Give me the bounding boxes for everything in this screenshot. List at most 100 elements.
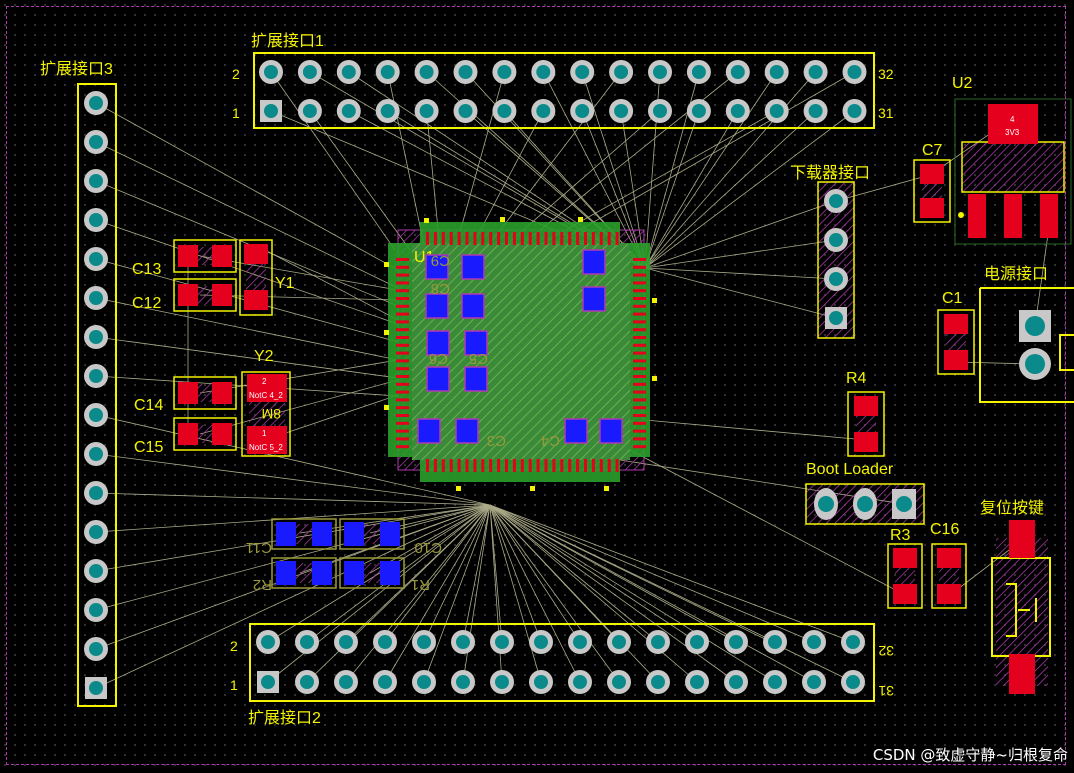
j3-pin[interactable] — [84, 598, 108, 622]
j1-pin[interactable] — [764, 60, 789, 84]
j2-pin[interactable] — [412, 630, 436, 654]
r4-resistor[interactable] — [847, 391, 885, 457]
j2-pin[interactable] — [412, 670, 436, 694]
j2-pin[interactable] — [724, 670, 748, 694]
j2-pin[interactable] — [295, 630, 319, 654]
reset-button[interactable] — [991, 520, 1051, 694]
j2-pin[interactable] — [568, 670, 592, 694]
j2-pin[interactable] — [373, 630, 397, 654]
j1-pin[interactable] — [803, 99, 828, 123]
j1-pin[interactable] — [764, 99, 789, 123]
j1-pin[interactable] — [453, 60, 478, 84]
download-connector[interactable] — [817, 181, 855, 339]
j3-pin[interactable] — [84, 325, 108, 349]
j1-pin[interactable] — [686, 99, 711, 123]
j1-pin[interactable] — [492, 60, 517, 84]
j2-pin[interactable] — [373, 670, 397, 694]
j1-header[interactable] — [253, 52, 875, 129]
j2-pin[interactable] — [529, 630, 553, 654]
y2-crystal[interactable] — [241, 371, 291, 457]
j1-pin[interactable] — [725, 60, 750, 84]
bottom-side-passives[interactable] — [271, 518, 405, 589]
c1-capacitor[interactable] — [937, 309, 975, 375]
j2-pin[interactable] — [763, 670, 787, 694]
j3-pin[interactable] — [85, 677, 107, 699]
j1-pin[interactable] — [842, 99, 867, 123]
j2-pin[interactable] — [334, 670, 358, 694]
j1-pin[interactable] — [725, 99, 750, 123]
j3-pin[interactable] — [84, 247, 108, 271]
j1-pin[interactable] — [686, 60, 711, 84]
j1-pin[interactable] — [648, 60, 672, 84]
u1-bottom-caps[interactable] — [417, 249, 623, 444]
j3-pin[interactable] — [84, 91, 108, 115]
j2-pin[interactable] — [841, 670, 865, 694]
j1-pin[interactable] — [375, 60, 400, 84]
power-connector[interactable] — [979, 287, 1074, 403]
j2-pin[interactable] — [568, 630, 592, 654]
j2-pin[interactable] — [257, 671, 279, 693]
j1-pin[interactable] — [260, 100, 282, 122]
j2-pin[interactable] — [646, 670, 670, 694]
j1-pin[interactable] — [609, 60, 634, 84]
j3-pin[interactable] — [84, 364, 108, 388]
j1-pin[interactable] — [414, 99, 439, 123]
c15-capacitor[interactable] — [173, 417, 237, 451]
j1-pin[interactable] — [453, 99, 478, 123]
y1-crystal[interactable] — [239, 239, 273, 316]
j2-pin[interactable] — [802, 630, 826, 654]
boot-jumper[interactable] — [805, 483, 925, 525]
j1-pin[interactable] — [336, 99, 361, 123]
j2-pin[interactable] — [724, 630, 748, 654]
j1-pin[interactable] — [492, 99, 517, 123]
j3-pin[interactable] — [84, 520, 108, 544]
j2-pin[interactable] — [451, 630, 475, 654]
j2-pin[interactable] — [607, 630, 631, 654]
j2-pin[interactable] — [451, 670, 475, 694]
download-pin[interactable] — [824, 189, 848, 213]
j2-pin[interactable] — [490, 670, 514, 694]
j1-pin[interactable] — [297, 60, 322, 84]
j2-pin[interactable] — [529, 670, 553, 694]
j2-pin[interactable] — [334, 630, 358, 654]
c7-capacitor[interactable] — [913, 159, 951, 223]
c16-capacitor[interactable] — [931, 543, 967, 609]
j3-header[interactable] — [77, 83, 117, 707]
j3-pin[interactable] — [84, 403, 108, 427]
j3-pin[interactable] — [84, 442, 108, 466]
j1-pin[interactable] — [570, 60, 595, 84]
j1-pin[interactable] — [531, 99, 556, 123]
j1-pin[interactable] — [531, 60, 556, 84]
j2-pin[interactable] — [802, 670, 826, 694]
j2-pin[interactable] — [490, 630, 514, 654]
download-pin[interactable] — [824, 267, 848, 291]
c14-capacitor[interactable] — [173, 376, 237, 410]
j2-pin[interactable] — [646, 630, 670, 654]
j1-pin[interactable] — [336, 60, 361, 84]
j1-pin[interactable] — [414, 60, 439, 84]
j1-pin[interactable] — [259, 60, 283, 84]
c12-capacitor[interactable] — [173, 278, 237, 312]
j2-pin[interactable] — [256, 630, 280, 654]
r3-resistor[interactable] — [887, 543, 923, 609]
j1-pin[interactable] — [375, 99, 400, 123]
download-pin[interactable] — [825, 307, 847, 329]
c13-capacitor[interactable] — [173, 239, 237, 273]
j2-pin[interactable] — [685, 670, 709, 694]
j1-pin[interactable] — [297, 99, 322, 123]
j3-pin[interactable] — [84, 286, 108, 310]
j1-pin[interactable] — [570, 99, 595, 123]
u1-mcu[interactable]: U1 — [384, 217, 657, 491]
j2-pin[interactable] — [295, 670, 319, 694]
j1-pin[interactable] — [609, 99, 634, 123]
j1-pin[interactable] — [803, 60, 828, 84]
j3-pin[interactable] — [84, 169, 108, 193]
j2-pin[interactable] — [763, 630, 787, 654]
j3-pin[interactable] — [84, 481, 108, 505]
j2-header[interactable] — [249, 623, 875, 702]
j3-pin[interactable] — [84, 559, 108, 583]
j2-pin[interactable] — [685, 630, 709, 654]
j3-pin[interactable] — [84, 637, 108, 661]
